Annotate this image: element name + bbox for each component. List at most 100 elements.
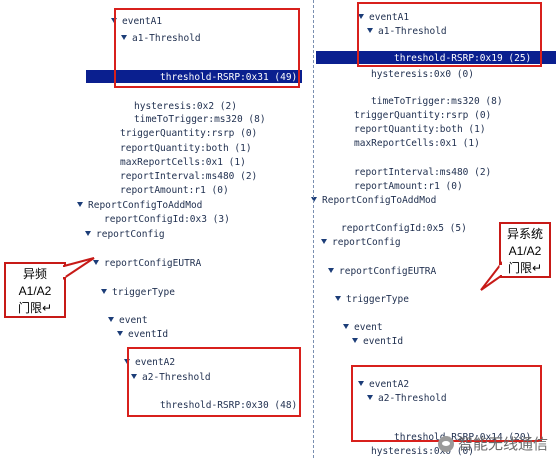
- expand-triangle-icon[interactable]: [85, 231, 91, 236]
- right-callout-line1: 异系统: [506, 227, 543, 241]
- right-tree-row[interactable]: reportConfig: [321, 237, 401, 248]
- right-tree-row-label: reportInterval:ms480 (2): [354, 167, 492, 178]
- right-tree-row-label: hysteresis:0x0 (0): [371, 69, 474, 80]
- right-tree-row[interactable]: reportConfigEUTRA: [328, 266, 436, 277]
- left-tree-row-label: threshold-RSRP:0x31 (49): [160, 72, 298, 83]
- right-tree-row[interactable]: reportAmount:r1 (0): [354, 181, 463, 192]
- right-tree-row[interactable]: hysteresis:0x0 (0): [371, 446, 474, 457]
- left-tree-row[interactable]: a2-Threshold: [131, 372, 211, 383]
- right-tree-row-label: eventA2: [369, 379, 410, 390]
- left-tree-row[interactable]: timeToTrigger:ms320 (8): [134, 114, 266, 125]
- right-intersys-callout: 异系统 A1/A2 门限↵: [480, 222, 551, 291]
- left-callout-line3: 门限↵: [17, 301, 53, 315]
- left-tree-row[interactable]: reportInterval:ms480 (2): [120, 171, 257, 182]
- right-tree-row[interactable]: a1-Threshold: [367, 26, 447, 37]
- left-tree-row[interactable]: eventId: [117, 329, 168, 340]
- left-tree-row-label: a1-Threshold: [132, 33, 201, 44]
- watermark-text: 智能无线通信: [457, 435, 548, 453]
- expand-triangle-icon[interactable]: [343, 324, 349, 329]
- expand-triangle-icon[interactable]: [101, 289, 107, 294]
- right-tree-row-label: maxReportCells:0x1 (1): [354, 138, 480, 149]
- left-tree-row-label: reportConfig: [96, 229, 165, 240]
- left-tree-row[interactable]: triggerType: [101, 287, 175, 298]
- expand-triangle-icon[interactable]: [108, 317, 114, 322]
- expand-triangle-icon[interactable]: [77, 202, 83, 207]
- expand-triangle-icon[interactable]: [321, 239, 327, 244]
- right-tree-row-label: hysteresis:0x0 (0): [371, 446, 474, 457]
- right-a1-threshold-box: [357, 2, 542, 67]
- expand-triangle-icon[interactable]: [117, 331, 123, 336]
- watermark: 智能无线通信: [437, 433, 548, 454]
- panel-divider: [313, 0, 314, 458]
- left-tree-row[interactable]: a1-Threshold: [121, 33, 201, 44]
- right-tree-row[interactable]: a2-Threshold: [367, 393, 447, 404]
- right-tree-row-label: reportAmount:r1 (0): [354, 181, 463, 192]
- left-tree-row-label: reportConfigId:0x3 (3): [104, 214, 230, 225]
- right-tree-row-label: reportQuantity:both (1): [354, 124, 486, 135]
- left-tree-row-label: eventA2: [135, 357, 176, 368]
- left-a2-threshold-box: [127, 347, 301, 417]
- right-tree-row[interactable]: reportInterval:ms480 (2): [354, 167, 491, 178]
- left-tree-row-label: reportInterval:ms480 (2): [120, 171, 258, 182]
- right-tree-row[interactable]: reportQuantity:both (1): [354, 124, 486, 135]
- left-tree-row-label: maxReportCells:0x1 (1): [120, 157, 246, 168]
- left-tree-row-label: hysteresis:0x2 (2): [134, 101, 237, 112]
- right-tree-row[interactable]: maxReportCells:0x1 (1): [354, 138, 480, 149]
- expand-triangle-icon[interactable]: [367, 395, 373, 400]
- left-tree-row[interactable]: reportQuantity:both (1): [120, 143, 252, 154]
- expand-triangle-icon[interactable]: [93, 260, 99, 265]
- right-tree-row-label: eventId: [363, 336, 404, 347]
- left-tree-row[interactable]: threshold-RSRP:0x31 (49): [160, 72, 297, 83]
- left-tree-row[interactable]: reportConfig: [85, 229, 165, 240]
- expand-triangle-icon[interactable]: [311, 197, 317, 202]
- left-tree-row[interactable]: reportConfigEUTRA: [93, 258, 201, 269]
- left-tree-row-label: threshold-RSRP:0x30 (48): [160, 400, 298, 411]
- expand-triangle-icon[interactable]: [121, 35, 127, 40]
- left-tree-row[interactable]: triggerQuantity:rsrp (0): [120, 128, 257, 139]
- right-tree-row[interactable]: eventA1: [358, 12, 409, 23]
- right-tree-row[interactable]: threshold-RSRP:0x14 (20): [394, 432, 531, 443]
- right-selected-row-highlight[interactable]: [316, 51, 556, 64]
- left-tree-row-label: reportQuantity:both (1): [120, 143, 252, 154]
- right-tree-row-label: eventA1: [369, 12, 410, 23]
- right-tree-row-label: ReportConfigToAddMod: [322, 195, 437, 206]
- left-tree-row[interactable]: maxReportCells:0x1 (1): [120, 157, 246, 168]
- left-tree-row-label: reportAmount:r1 (0): [120, 185, 229, 196]
- right-callout-pointer: [480, 261, 503, 291]
- right-a2-threshold-box: [351, 365, 542, 442]
- expand-triangle-icon[interactable]: [328, 268, 334, 273]
- left-tree-row-label: a2-Threshold: [142, 372, 211, 383]
- left-tree-row[interactable]: reportAmount:r1 (0): [120, 185, 229, 196]
- right-tree-row[interactable]: threshold-RSRP:0x19 (25): [394, 53, 531, 64]
- right-tree-row[interactable]: timeToTrigger:ms320 (8): [371, 96, 503, 107]
- right-tree-row[interactable]: hysteresis:0x0 (0): [371, 69, 474, 80]
- left-callout-pointer: [62, 257, 95, 280]
- left-tree-row[interactable]: threshold-RSRP:0x30 (48): [160, 400, 297, 411]
- right-callout-line3: 门限↵: [507, 261, 543, 275]
- right-tree-row-label: threshold-RSRP:0x19 (25): [394, 53, 532, 64]
- expand-triangle-icon[interactable]: [131, 374, 137, 379]
- left-tree-row[interactable]: ReportConfigToAddMod: [77, 200, 202, 211]
- right-tree-row[interactable]: event: [343, 322, 383, 333]
- expand-triangle-icon[interactable]: [358, 381, 364, 386]
- expand-triangle-icon[interactable]: [367, 28, 373, 33]
- expand-triangle-icon[interactable]: [335, 296, 341, 301]
- right-tree-row-label: a1-Threshold: [378, 26, 447, 37]
- right-tree-row[interactable]: triggerQuantity:rsrp (0): [354, 110, 491, 121]
- wechat-icon: [437, 435, 454, 452]
- right-tree-row-label: event: [354, 322, 383, 333]
- left-selected-row-highlight[interactable]: [86, 70, 302, 83]
- expand-triangle-icon[interactable]: [358, 14, 364, 19]
- right-tree-row[interactable]: eventA2: [358, 379, 409, 390]
- left-tree-row[interactable]: hysteresis:0x2 (2): [134, 101, 237, 112]
- right-tree-row[interactable]: triggerType: [335, 294, 409, 305]
- right-tree-row[interactable]: reportConfigId:0x5 (5): [341, 223, 467, 234]
- right-tree-row[interactable]: ReportConfigToAddMod: [311, 195, 436, 206]
- left-tree-row[interactable]: reportConfigId:0x3 (3): [104, 214, 230, 225]
- left-tree-row[interactable]: event: [108, 315, 148, 326]
- right-tree-row[interactable]: eventId: [352, 336, 403, 347]
- left-callout-line1: 异频: [22, 267, 47, 281]
- expand-triangle-icon[interactable]: [352, 338, 358, 343]
- left-tree-row-label: timeToTrigger:ms320 (8): [134, 114, 266, 125]
